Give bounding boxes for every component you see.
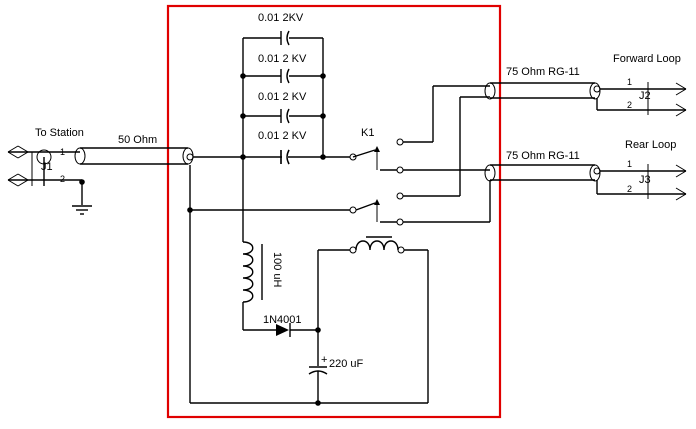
forward-loop-label: Forward Loop [613, 53, 681, 65]
j1-pin1: 1 [60, 147, 65, 157]
capacitor-bank [240, 30, 326, 165]
j1-pin2: 2 [60, 174, 65, 184]
highlight-box [166, 4, 502, 419]
cap-4-label: 0.01 2 KV [258, 130, 307, 142]
rear-loop-label: Rear Loop [625, 139, 676, 151]
cable-rear-label: 75 Ohm RG-11 [506, 150, 580, 162]
electrolytic-220uf [308, 250, 328, 406]
coax-50-ohm [74, 147, 194, 165]
cap-top-label: 0.01 2KV [258, 12, 304, 24]
j1-connector [7, 145, 92, 215]
j2-pin1: 1 [627, 77, 632, 87]
coax-rear [484, 164, 687, 201]
j3-pin1: 1 [627, 159, 632, 169]
relay-coil [355, 240, 399, 251]
j2-pin2: 2 [627, 100, 632, 110]
j3-pin2: 2 [627, 184, 632, 194]
coax-forward [484, 82, 687, 117]
diode-label: 1N4001 [263, 314, 302, 326]
cap-2-label: 0.01 2 KV [258, 53, 307, 65]
electrolytic-label: 220 uF [329, 358, 364, 370]
inductor-100uh [242, 157, 263, 330]
inductor-label: 100 uH [271, 252, 283, 288]
cap-3-label: 0.01 2 KV [258, 91, 307, 103]
relay-label: K1 [361, 127, 374, 139]
j3-label: J3 [639, 174, 651, 186]
j2-label: J2 [639, 90, 651, 102]
cable-fwd-label: 75 Ohm RG-11 [506, 66, 580, 78]
to-station-label: To Station [35, 127, 84, 139]
polarity-mark: + [321, 354, 327, 366]
cable-in-label: 50 Ohm [118, 134, 157, 146]
j1-label: J1 [41, 161, 53, 173]
relay-k1 [318, 85, 491, 403]
